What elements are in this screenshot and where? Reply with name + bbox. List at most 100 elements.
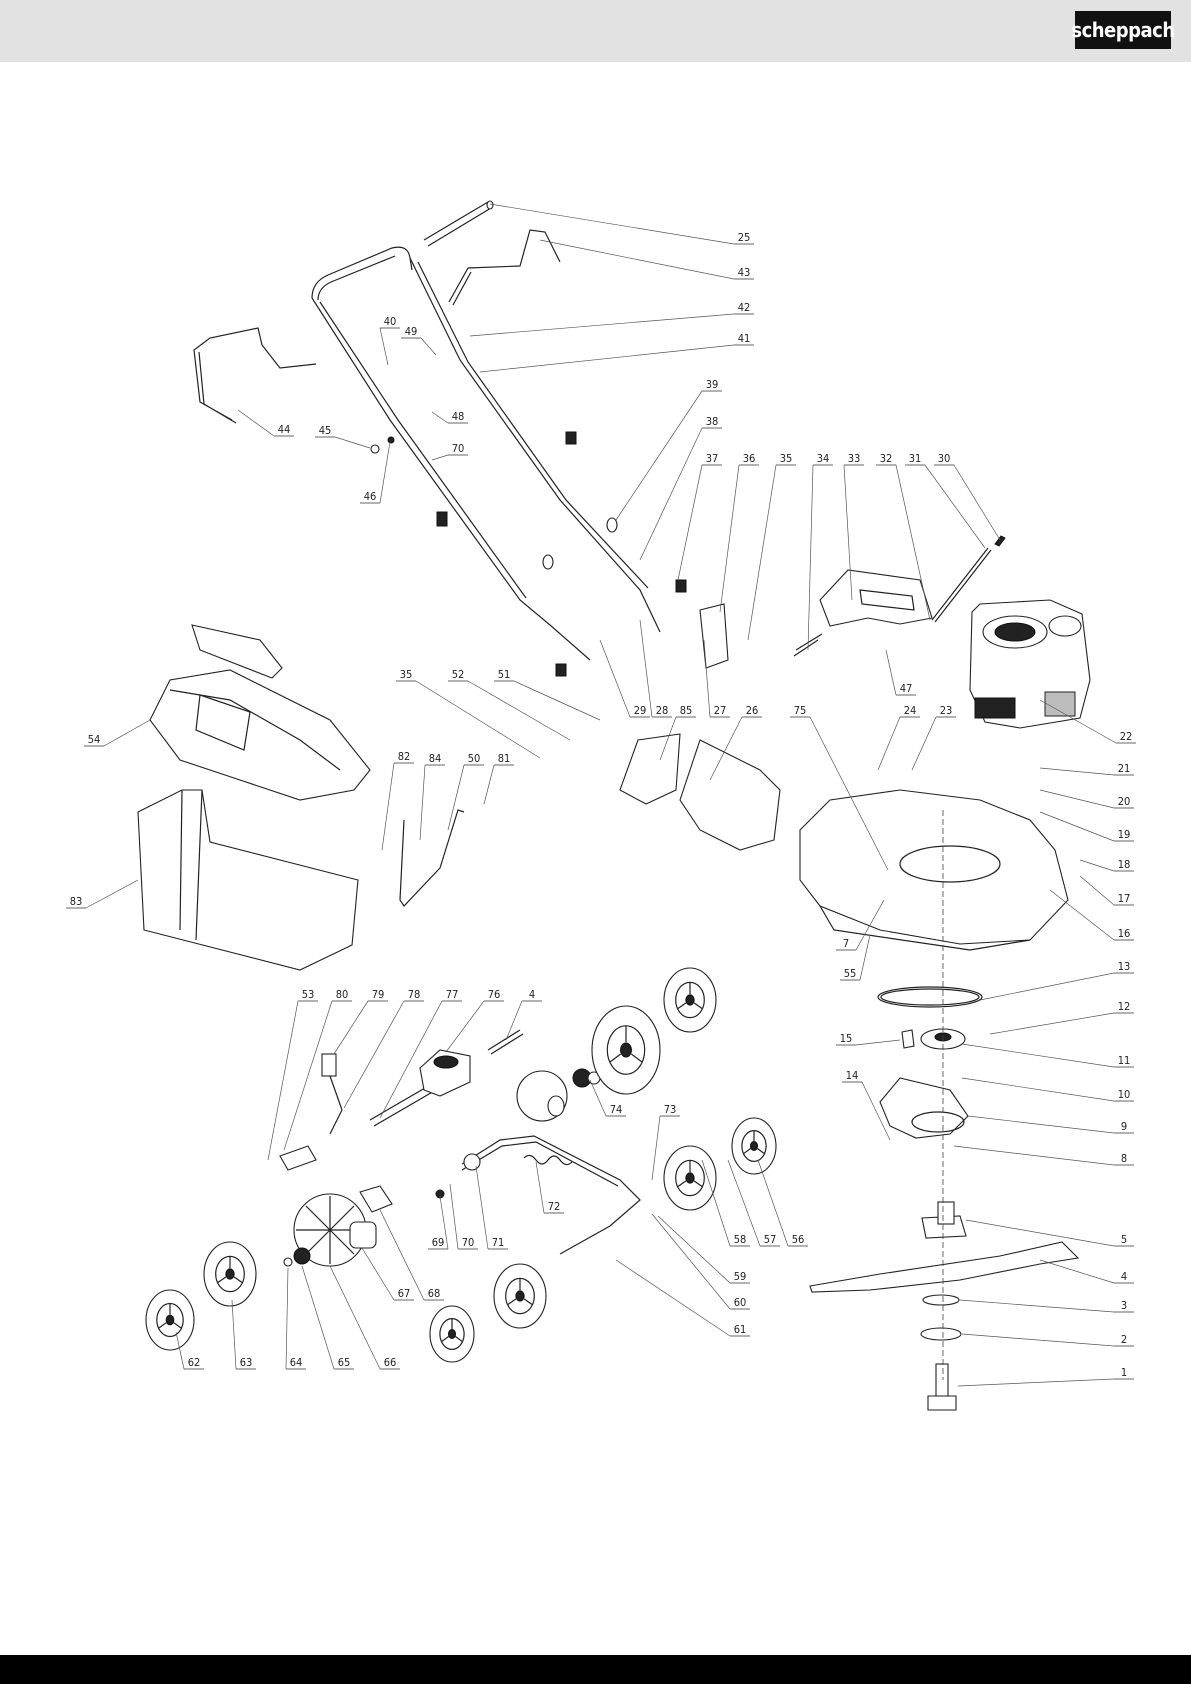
leader-line [720,465,739,612]
part-label-21: 21 [1118,762,1131,775]
part-67-roller [350,1222,376,1248]
part-label-40: 40 [384,315,397,328]
leader-line [448,765,464,830]
part-label-82: 82 [398,750,411,763]
leader-line [912,717,936,770]
leader-line [878,717,900,770]
part-label-3: 3 [1121,1299,1127,1312]
part-33-rear-flap [820,570,932,626]
part-label-35a: 35 [780,452,793,465]
part-label-73: 73 [664,1103,677,1116]
part-label-85: 85 [680,704,693,717]
leader-line [954,1146,1114,1165]
leader-line [302,1266,334,1369]
part-label-56: 56 [792,1233,805,1246]
leader-line [640,620,652,717]
leader-line [344,1001,404,1108]
leader-line [600,640,630,717]
part-label-16: 16 [1118,927,1131,940]
part-label-15: 15 [840,1032,853,1045]
leader-line [958,1379,1114,1386]
leader-line [476,1166,488,1249]
leader-line [540,240,734,279]
part-label-1: 1 [1121,1366,1127,1379]
leader-line [808,465,813,650]
part-label-76: 76 [488,988,501,1001]
part-label-44: 44 [278,423,291,436]
wheel [204,1242,256,1306]
part-label-22: 22 [1120,730,1133,743]
leader-line [432,412,448,423]
leader-line [362,1248,394,1300]
part-label-49: 49 [405,325,418,338]
part-label-4b: 4 [1121,1270,1127,1283]
leader-line [990,1013,1114,1034]
part-41-upper-handle [312,247,660,660]
part-label-35b: 35 [400,668,413,681]
part-label-48: 48 [452,410,465,423]
part-label-53: 53 [302,988,315,1001]
part-46-knob [388,437,394,443]
part-label-69: 69 [432,1236,445,1249]
part-39-bushing [607,518,617,532]
part-65-gear [294,1248,310,1264]
part-label-11: 11 [1118,1054,1131,1067]
part-label-39: 39 [706,378,719,391]
leader-line [960,1300,1114,1312]
part-label-8: 8 [1121,1152,1127,1165]
part-label-68: 68 [428,1287,441,1300]
part-label-83: 83 [70,895,83,908]
leader-line [1050,890,1114,940]
leader-line [1040,1260,1114,1283]
leader-line [962,1334,1114,1346]
wheel [592,1006,660,1094]
leader-line [446,1001,484,1052]
part-9-gearbox [880,1078,968,1138]
part-label-9: 9 [1121,1120,1127,1133]
part-label-12: 12 [1118,1000,1131,1013]
part-2-washer [921,1328,961,1340]
part-80-bracket [280,1146,316,1170]
part-label-50: 50 [468,752,481,765]
part-label-28: 28 [656,704,669,717]
leader-line [380,442,390,503]
part-45-clip [371,445,379,453]
leader-line [678,465,702,580]
part-label-13: 13 [1118,960,1131,973]
part-label-66: 66 [384,1356,397,1369]
part-13-belt [878,987,982,1007]
leader-line [382,763,394,850]
part-label-41: 41 [738,332,751,345]
part-43-brake-bail [449,230,560,305]
part-label-2: 2 [1121,1333,1127,1346]
leader-line [420,765,425,840]
part-label-64: 64 [290,1356,303,1369]
leader-line [1080,876,1114,905]
part-label-19: 19 [1118,828,1131,841]
part-label-30: 30 [938,452,951,465]
leader-line [432,455,448,460]
leader-line [1040,812,1114,841]
part-label-58: 58 [734,1233,747,1246]
part-25-handle-grip [424,201,493,246]
leader-line [238,410,274,436]
leader-line [856,1040,900,1045]
part-label-59: 59 [734,1270,747,1283]
part-label-61: 61 [734,1323,747,1336]
leader-line [484,765,494,804]
part-label-63: 63 [240,1356,253,1369]
wheel-hubcap [430,1306,474,1362]
part-label-26: 26 [746,704,759,717]
leader-line [652,1214,730,1309]
part-label-84: 84 [429,752,442,765]
leader-line [1040,768,1114,775]
leader-line [748,465,776,640]
part-22-engine [970,600,1090,728]
part-label-14: 14 [846,1069,859,1082]
part-label-65: 65 [338,1356,351,1369]
leader-line [480,345,734,372]
part-1-bolt [928,1364,956,1410]
part-label-7: 7 [843,937,849,950]
part-label-72: 72 [548,1200,561,1213]
part-label-77: 77 [446,988,459,1001]
